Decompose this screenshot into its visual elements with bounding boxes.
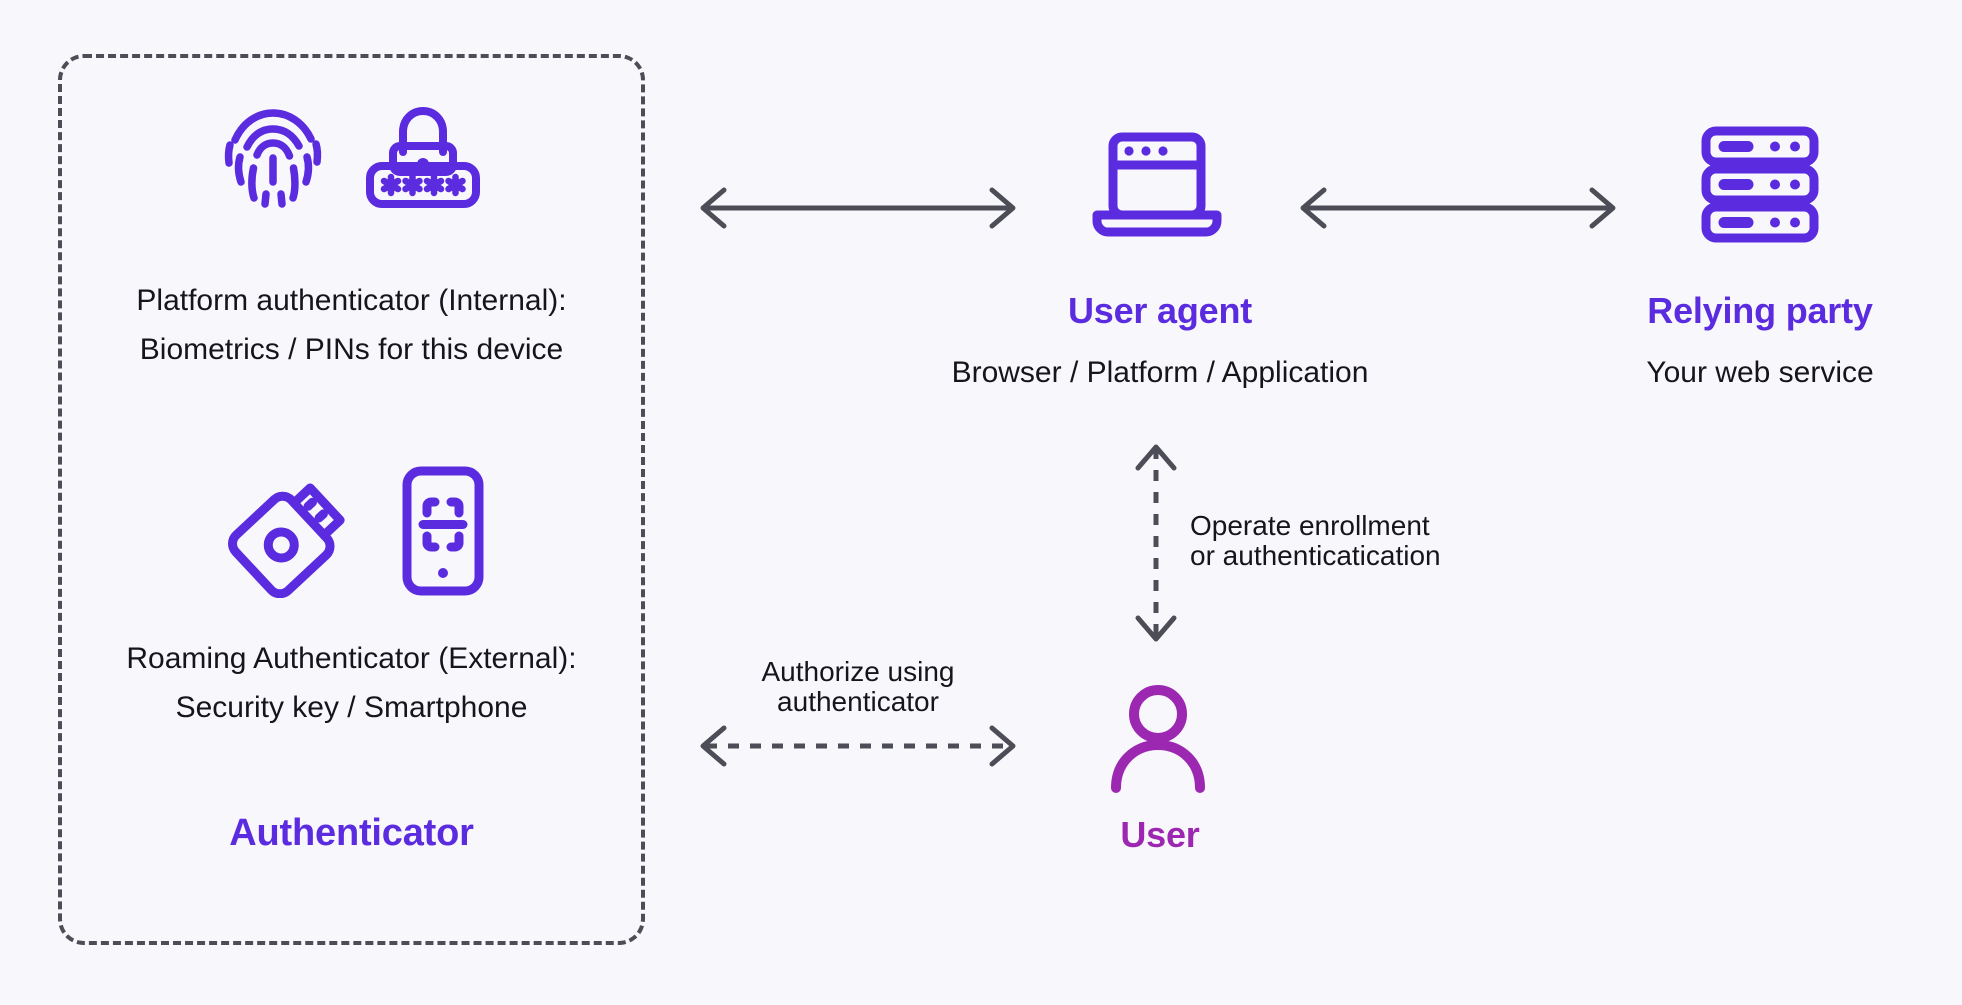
- relying-party-subtitle: Your web service: [1646, 356, 1874, 389]
- arrow-user-authenticator: [700, 725, 1016, 767]
- roaming-authenticator-caption-line2: Security key / Smartphone: [175, 691, 528, 724]
- arrow-authenticator-user-agent: [700, 187, 1016, 229]
- roaming-authenticator-icons: [58, 462, 645, 604]
- password-lock-icon: [365, 106, 481, 213]
- platform-authenticator-icons: [58, 106, 645, 213]
- arrow-user-agent-relying-party: [1300, 187, 1616, 229]
- arrow-user-user-agent-label-line2: or authenticatication: [1190, 540, 1441, 571]
- fingerprint-icon: [223, 106, 323, 213]
- platform-authenticator-caption-line1: Platform authenticator (Internal):: [136, 284, 567, 317]
- user-agent-title: User agent: [1067, 290, 1253, 331]
- arrow-user-user-agent-label-line1: Operate enrollment: [1190, 510, 1430, 541]
- smartphone-biometric-icon: [401, 466, 485, 601]
- user-title: User: [1120, 814, 1200, 855]
- laptop-icon: [1092, 132, 1222, 242]
- platform-authenticator-caption-line2: Biometrics / PINs for this device: [139, 333, 564, 366]
- server-stack-icon: [1700, 126, 1820, 249]
- authenticator-title: Authenticator: [229, 812, 474, 854]
- person-icon: [1108, 684, 1208, 799]
- roaming-authenticator-caption-line1: Roaming Authenticator (External):: [126, 642, 577, 675]
- arrow-user-authenticator-label-line2: authenticator: [777, 686, 939, 717]
- user-agent-subtitle: Browser / Platform / Application: [951, 356, 1369, 389]
- authenticator-group-box: [58, 54, 645, 945]
- relying-party-title: Relying party: [1647, 290, 1873, 331]
- arrow-user-authenticator-label-line1: Authorize using: [761, 656, 955, 687]
- usb-security-key-icon: [219, 464, 353, 603]
- arrow-user-user-agent: [1135, 444, 1177, 642]
